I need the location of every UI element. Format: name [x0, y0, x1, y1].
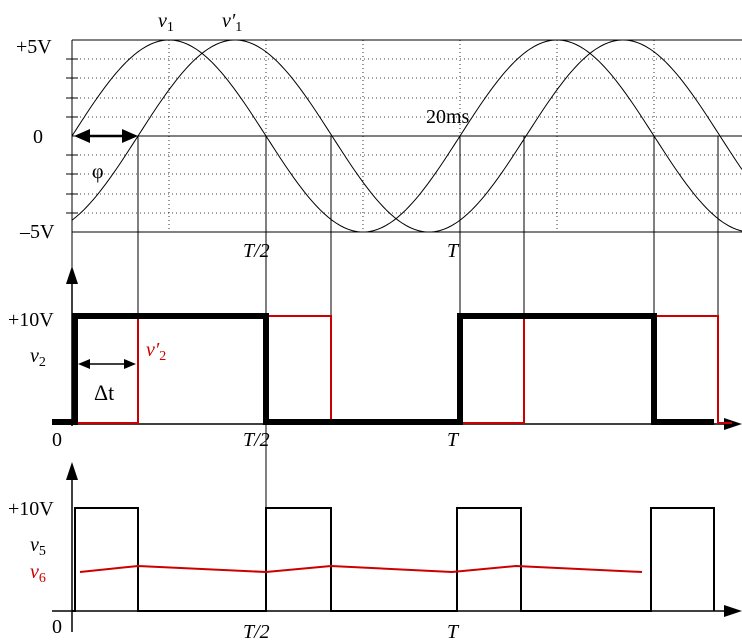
- top-panel: +5V 0 –5V φ 20ms v1 v′1 T/2 T: [16, 10, 742, 262]
- v5-pulse-wave: [72, 507, 715, 612]
- top-tick-half-period: T/2: [243, 240, 270, 262]
- middle-x-axis-arrow: [724, 418, 742, 430]
- v2-prime-square-wave: [52, 315, 732, 424]
- bottom-y-high-label: +10V: [8, 498, 54, 520]
- v5-label: v5: [30, 534, 46, 559]
- middle-panel: +10V v2 v′2 Δt 0 T/2 T: [8, 266, 742, 451]
- v1-prime-sine-curve: [71, 39, 742, 233]
- middle-y-high-label: +10V: [8, 309, 54, 331]
- bottom-tick-half-period: T/2: [243, 621, 270, 643]
- v1-prime-label: v′1: [222, 10, 242, 35]
- middle-tick-full-period: T: [447, 429, 460, 451]
- bottom-x-axis-arrow: [724, 605, 742, 617]
- v6-filtered-signal: [79, 564, 643, 574]
- bottom-origin-label: 0: [52, 616, 62, 638]
- v2-square-wave: [52, 313, 714, 425]
- transition-guide-lines: [71, 136, 719, 508]
- middle-tick-half-period: T/2: [243, 429, 270, 451]
- top-y-zero-label: 0: [33, 126, 43, 148]
- middle-origin-label: 0: [52, 429, 62, 451]
- v1-sine-curve: [71, 39, 742, 233]
- v1-label: v1: [158, 10, 174, 35]
- v2-prime-label: v′2: [146, 339, 166, 364]
- time-annotation-20ms: 20ms: [426, 106, 470, 128]
- bottom-panel: +10V v5 v6 0 T/2 T: [8, 462, 742, 643]
- phi-arrow: [74, 129, 138, 143]
- v2-label: v2: [30, 345, 46, 370]
- delta-t-label: Δt: [94, 380, 114, 405]
- v6-label: v6: [30, 561, 46, 586]
- bottom-tick-full-period: T: [447, 621, 460, 643]
- delta-t-arrow: [78, 359, 136, 369]
- middle-y-axis-arrow: [66, 266, 78, 284]
- phi-label: φ: [92, 161, 104, 183]
- bottom-y-axis-arrow: [66, 462, 78, 480]
- top-y-min-label: –5V: [19, 221, 55, 243]
- top-tick-full-period: T: [447, 240, 460, 262]
- top-y-max-label: +5V: [16, 36, 52, 58]
